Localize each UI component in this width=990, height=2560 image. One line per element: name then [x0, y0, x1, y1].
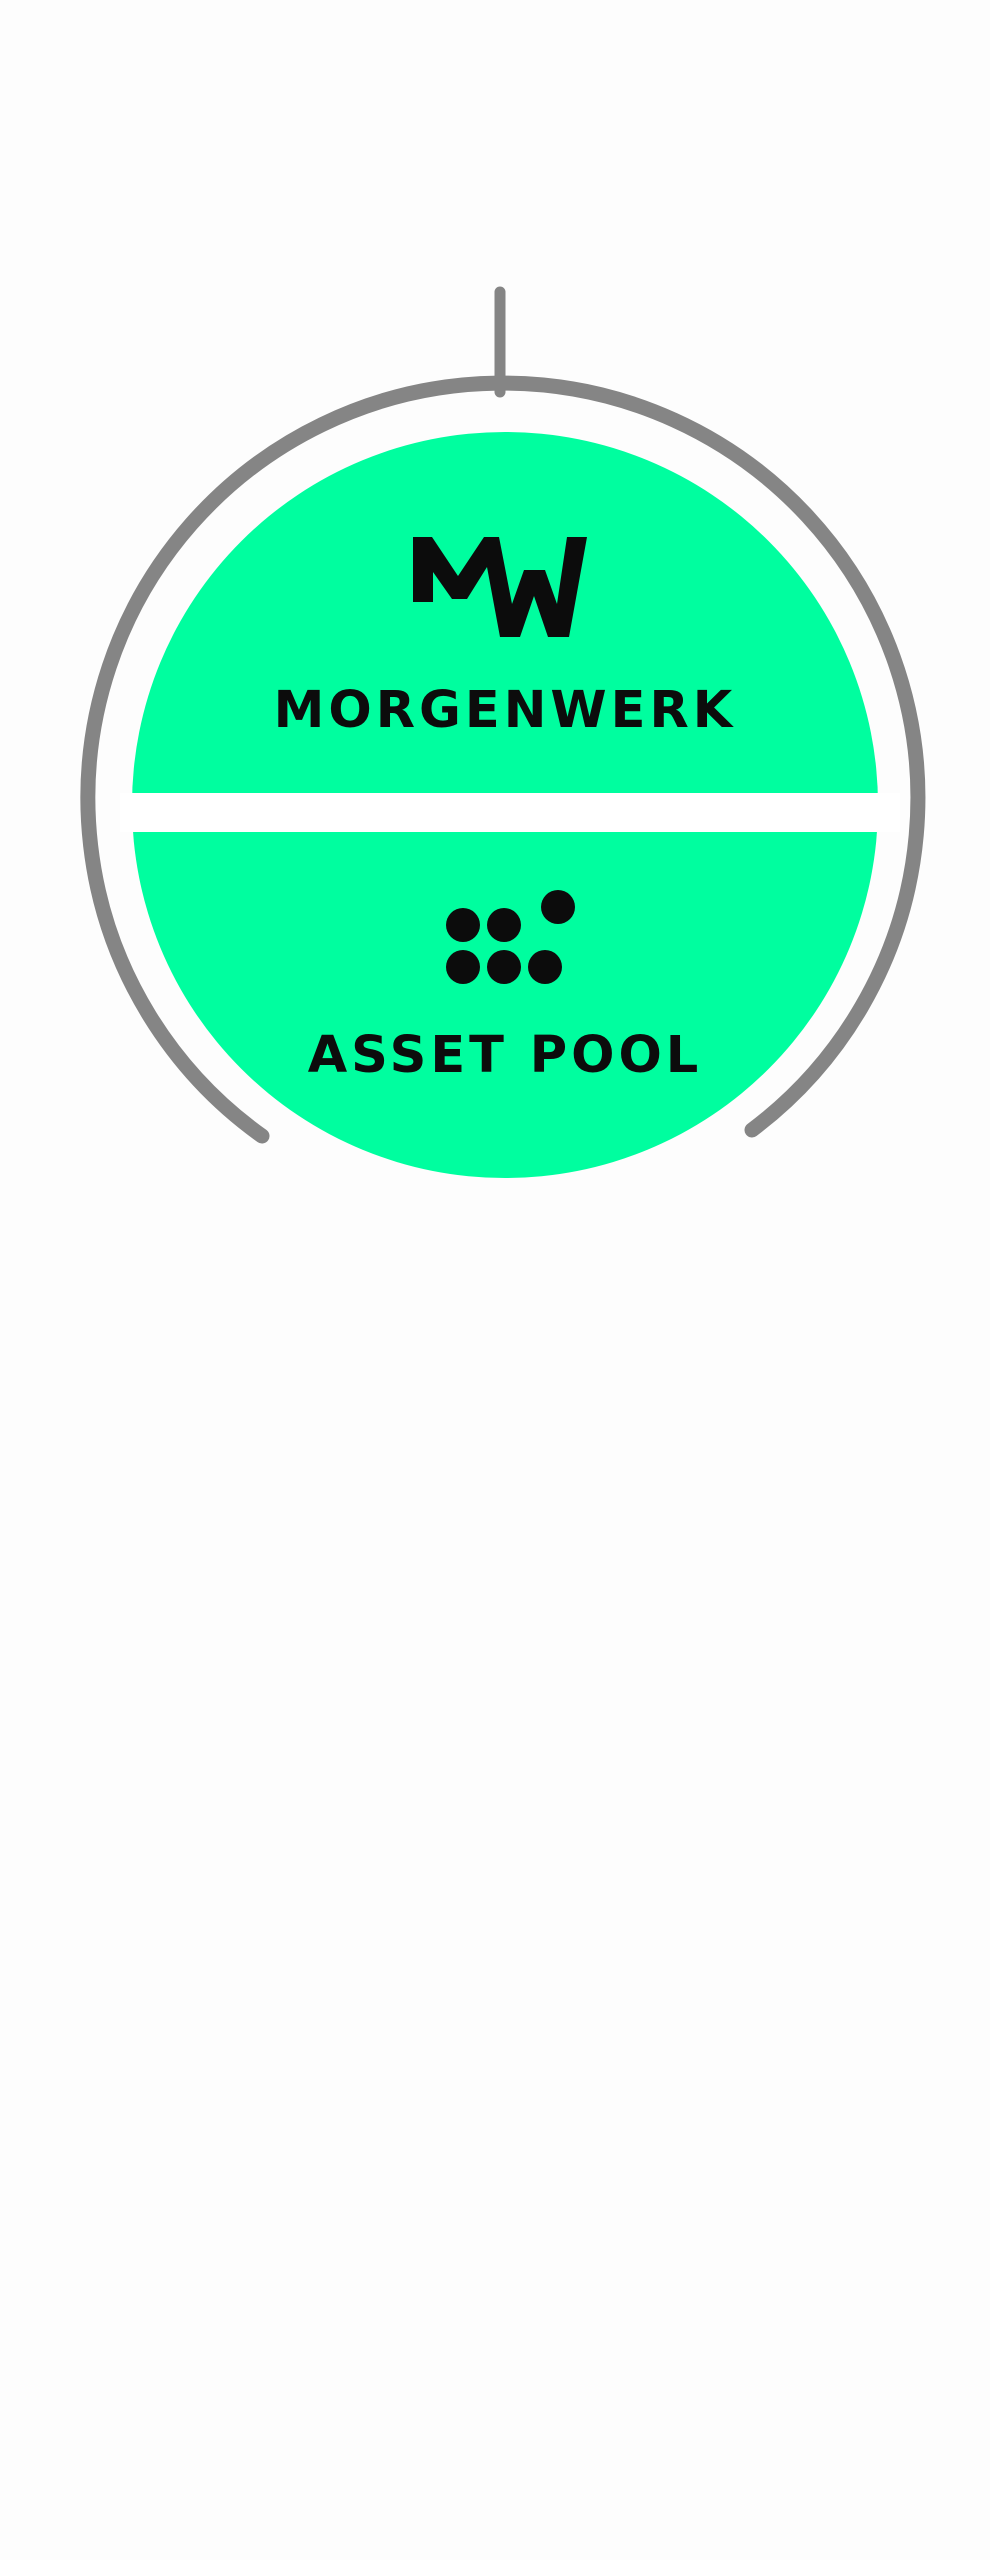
dot: [541, 890, 575, 924]
dot: [487, 950, 521, 984]
bottom-panel-title: ASSET POOL: [308, 1026, 703, 1085]
top-panel-title: MORGENWERK: [274, 681, 737, 740]
dot-cluster-icon: [446, 890, 575, 984]
dot: [528, 950, 562, 984]
outer-ring: [80, 375, 926, 1144]
divider-band: [120, 793, 900, 832]
dot: [446, 908, 480, 942]
dot: [487, 908, 521, 942]
mw-monogram-icon: [413, 537, 587, 637]
dot: [446, 950, 480, 984]
